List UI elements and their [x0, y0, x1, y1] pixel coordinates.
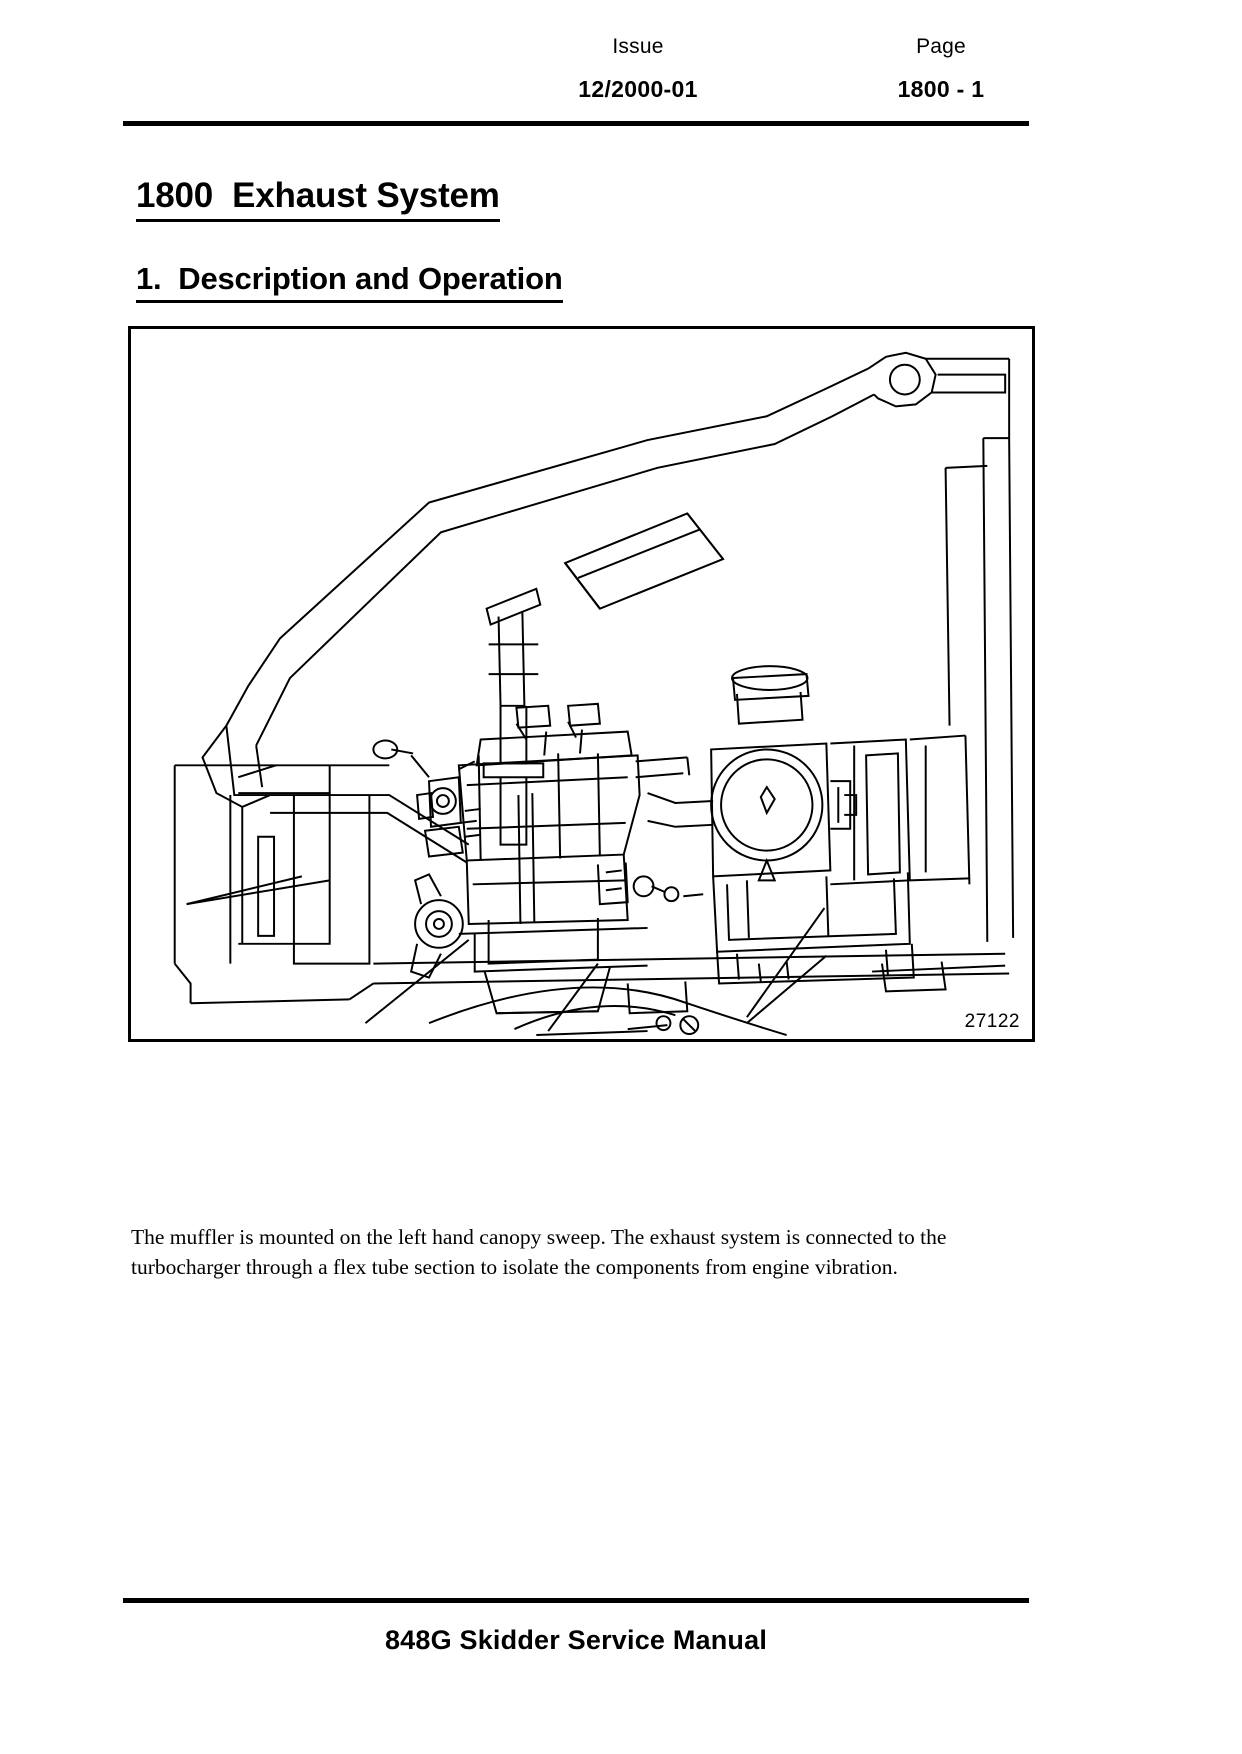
header-page-label: Page — [916, 35, 966, 58]
header-page-value: 1800 - 1 — [897, 76, 985, 102]
header-divider-rule — [123, 121, 1029, 126]
page-header: Issue 12/2000-01 Page 1800 - 1 — [123, 34, 1029, 1754]
figure-exhaust-system: 27122 — [128, 326, 1035, 1042]
header-issue-label: Issue — [612, 35, 664, 58]
footer-divider-rule — [123, 1598, 1029, 1603]
page-title: 1800 Exhaust System — [136, 177, 500, 222]
paragraph-text: The muffler is mounted on the left hand … — [131, 1225, 947, 1279]
header-issue-block: Issue 12/2000-01 — [548, 34, 728, 104]
header-issue-value: 12/2000-01 — [578, 76, 698, 102]
exhaust-system-line-drawing — [173, 351, 1015, 1037]
section-heading: 1. Description and Operation — [136, 262, 563, 303]
footer-title: 848G Skidder Service Manual — [384, 1625, 768, 1655]
figure-id-label: 27122 — [964, 1011, 1020, 1032]
description-paragraph: The muffler is mounted on the left hand … — [131, 1222, 1039, 1282]
